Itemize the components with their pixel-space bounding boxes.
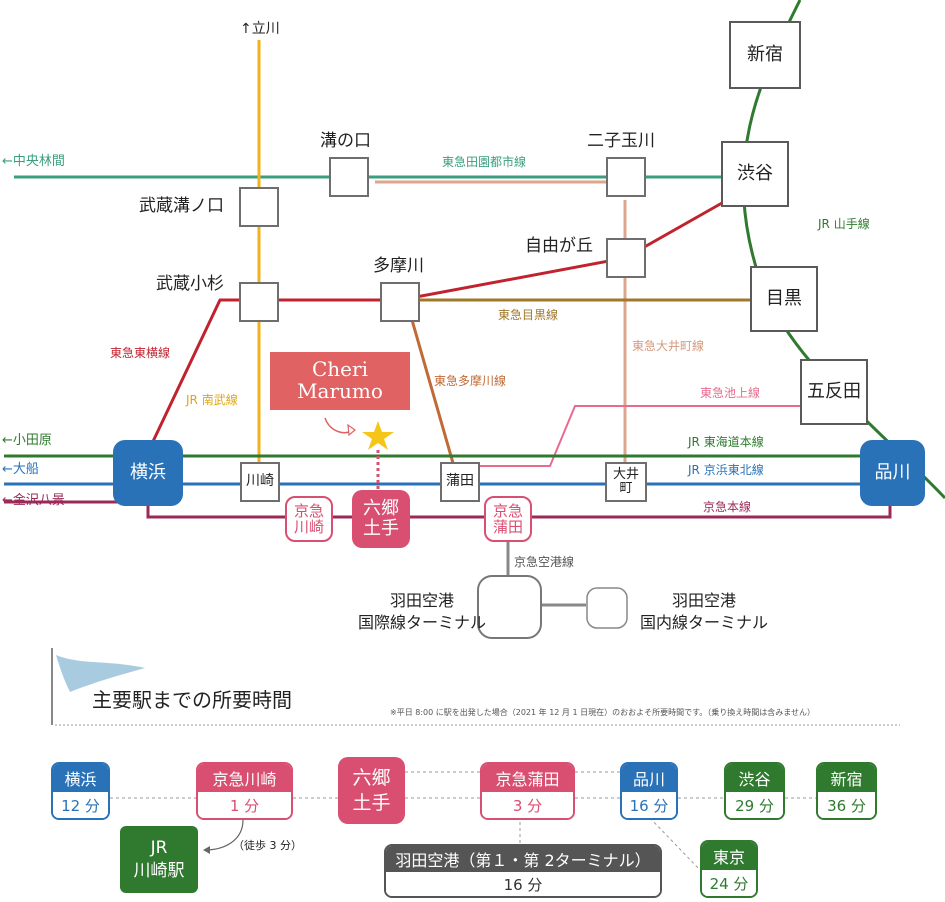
station-musashikosugi-box[interactable] xyxy=(239,282,279,322)
times-title: 主要駅までの所要時間 xyxy=(92,688,292,712)
time-card-time: 24 分 xyxy=(702,870,756,896)
property-star-icon xyxy=(362,421,394,450)
haneda-intl-box xyxy=(477,575,542,639)
line-keihin-label: JR 京浜東北線 xyxy=(688,463,764,477)
line-tokaido-label: JR 東海道本線 xyxy=(688,435,764,449)
terminal-kanazawahakkei: ←金沢八景 xyxy=(2,493,65,508)
tamagawa-line xyxy=(410,319,457,471)
terminal-chuorinkan: ←中央林間 xyxy=(2,154,65,169)
line-nambu-label: JR 南武線 xyxy=(186,393,238,407)
property-name: Cheri Marumo xyxy=(297,357,383,403)
line-yamanote-label: JR 山手線 xyxy=(818,217,870,231)
station-mizonokuchi-box[interactable] xyxy=(329,157,369,197)
station-musashikosugi-label: 武蔵小杉 xyxy=(156,274,224,294)
time-card-time: 3 分 xyxy=(482,792,573,818)
time-card-shibuya[interactable]: 渋谷 29 分 xyxy=(724,762,785,820)
times-note: ※平日 8:00 に駅を出発した場合（2021 年 12 月 1 日現在）のおお… xyxy=(390,708,816,717)
line-keikyu-main-label: 京急本線 xyxy=(703,500,752,514)
station-yokohama[interactable]: 横浜 xyxy=(113,440,183,506)
line-toyoko-label: 東急東横線 xyxy=(110,346,171,360)
line-ikegami-label: 東急池上線 xyxy=(700,386,761,400)
line-oimachi-label: 東急大井町線 xyxy=(632,339,705,353)
flag-icon xyxy=(56,655,145,692)
time-card-keikyu-kamata[interactable]: 京急蒲田 3 分 xyxy=(480,762,575,820)
station-keikyu-kawasaki[interactable]: 京急 川崎 xyxy=(285,496,333,542)
terminal-odawara: ←小田原 xyxy=(2,433,52,448)
station-meguro[interactable]: 目黒 xyxy=(750,266,818,332)
station-rokugodote[interactable]: 六郷 土手 xyxy=(352,490,410,548)
time-card-name: 横浜 xyxy=(53,764,108,792)
terminal-ofuna: ←大船 xyxy=(2,462,39,477)
station-musashimizonokuchi-box[interactable] xyxy=(239,187,279,227)
station-mizonokuchi-label: 溝の口 xyxy=(320,131,371,151)
station-shibuya[interactable]: 渋谷 xyxy=(721,141,789,207)
station-futakotamagawa-box[interactable] xyxy=(606,157,646,197)
line-tamagawa-label: 東急多摩川線 xyxy=(434,374,507,388)
time-card-time: 29 分 xyxy=(726,792,783,818)
station-musashimizonokuchi-label: 武蔵溝ノ口 xyxy=(139,196,224,216)
time-card-tokyo[interactable]: 東京 24 分 xyxy=(700,840,758,898)
time-card-shinjuku[interactable]: 新宿 36 分 xyxy=(816,762,877,820)
time-card-haneda[interactable]: 羽田空港（第１・第 2ターミナル） 16 分 xyxy=(384,844,662,898)
station-gotanda[interactable]: 五反田 xyxy=(800,359,868,425)
top-direction-label: ↑立川 xyxy=(240,21,280,37)
time-card-name: 京急蒲田 xyxy=(482,764,573,792)
time-card-keikyu-kawasaki[interactable]: 京急川崎 1 分 xyxy=(196,762,293,820)
property-label[interactable]: Cheri Marumo ーシェリ マルモー xyxy=(270,352,410,424)
line-meguro-label: 東急目黒線 xyxy=(498,308,559,322)
ikegami-line xyxy=(470,405,805,467)
time-card-time: 36 分 xyxy=(818,792,875,818)
line-keikyu-airport-label: 京急空港線 xyxy=(514,555,575,569)
time-card-name: 京急川崎 xyxy=(198,764,291,792)
station-shinagawa[interactable]: 品川 xyxy=(860,440,925,506)
time-card-name: 羽田空港（第１・第 2ターミナル） xyxy=(386,846,660,872)
station-futakotamagawa-label: 二子玉川 xyxy=(587,131,655,151)
station-kawasaki[interactable]: 川崎 xyxy=(240,462,280,502)
station-oimachi[interactable]: 大井町 xyxy=(605,462,647,502)
station-keikyu-kamata[interactable]: 京急 蒲田 xyxy=(484,496,532,542)
time-card-yokohama[interactable]: 横浜 12 分 xyxy=(51,762,110,820)
time-card-time: 16 分 xyxy=(622,792,676,818)
station-jiyugaoka-label: 自由が丘 xyxy=(525,236,593,256)
station-tamagawa-label: 多摩川 xyxy=(373,256,424,276)
time-card-name: 東京 xyxy=(702,842,756,870)
property-kana: ーシェリ マルモー xyxy=(290,410,390,424)
station-haneda-intl-label: 羽田空港 国際線ターミナル xyxy=(358,591,487,632)
time-card-time: 1 分 xyxy=(198,792,291,818)
station-jiyugaoka-box[interactable] xyxy=(606,238,646,278)
station-haneda-dom-label: 羽田空港 国内線ターミナル xyxy=(640,591,769,632)
walk-time-label: （徒歩 3 分） xyxy=(233,839,302,852)
time-card-shinagawa[interactable]: 品川 16 分 xyxy=(620,762,678,820)
time-card-time: 12 分 xyxy=(53,792,108,818)
time-card-origin[interactable]: 六郷 土手 xyxy=(338,757,405,824)
time-card-name: 新宿 xyxy=(818,764,875,792)
station-tamagawa-box[interactable] xyxy=(380,282,420,322)
haneda-dom-box xyxy=(586,587,628,629)
station-shinjuku[interactable]: 新宿 xyxy=(729,21,801,89)
jr-kawasaki-station[interactable]: JR 川崎駅 xyxy=(120,826,198,893)
time-card-time: 16 分 xyxy=(386,872,660,896)
station-kamata[interactable]: 蒲田 xyxy=(440,462,480,502)
time-card-name: 品川 xyxy=(622,764,676,792)
line-denentoshi-label: 東急田園都市線 xyxy=(442,155,527,169)
time-card-name: 渋谷 xyxy=(726,764,783,792)
